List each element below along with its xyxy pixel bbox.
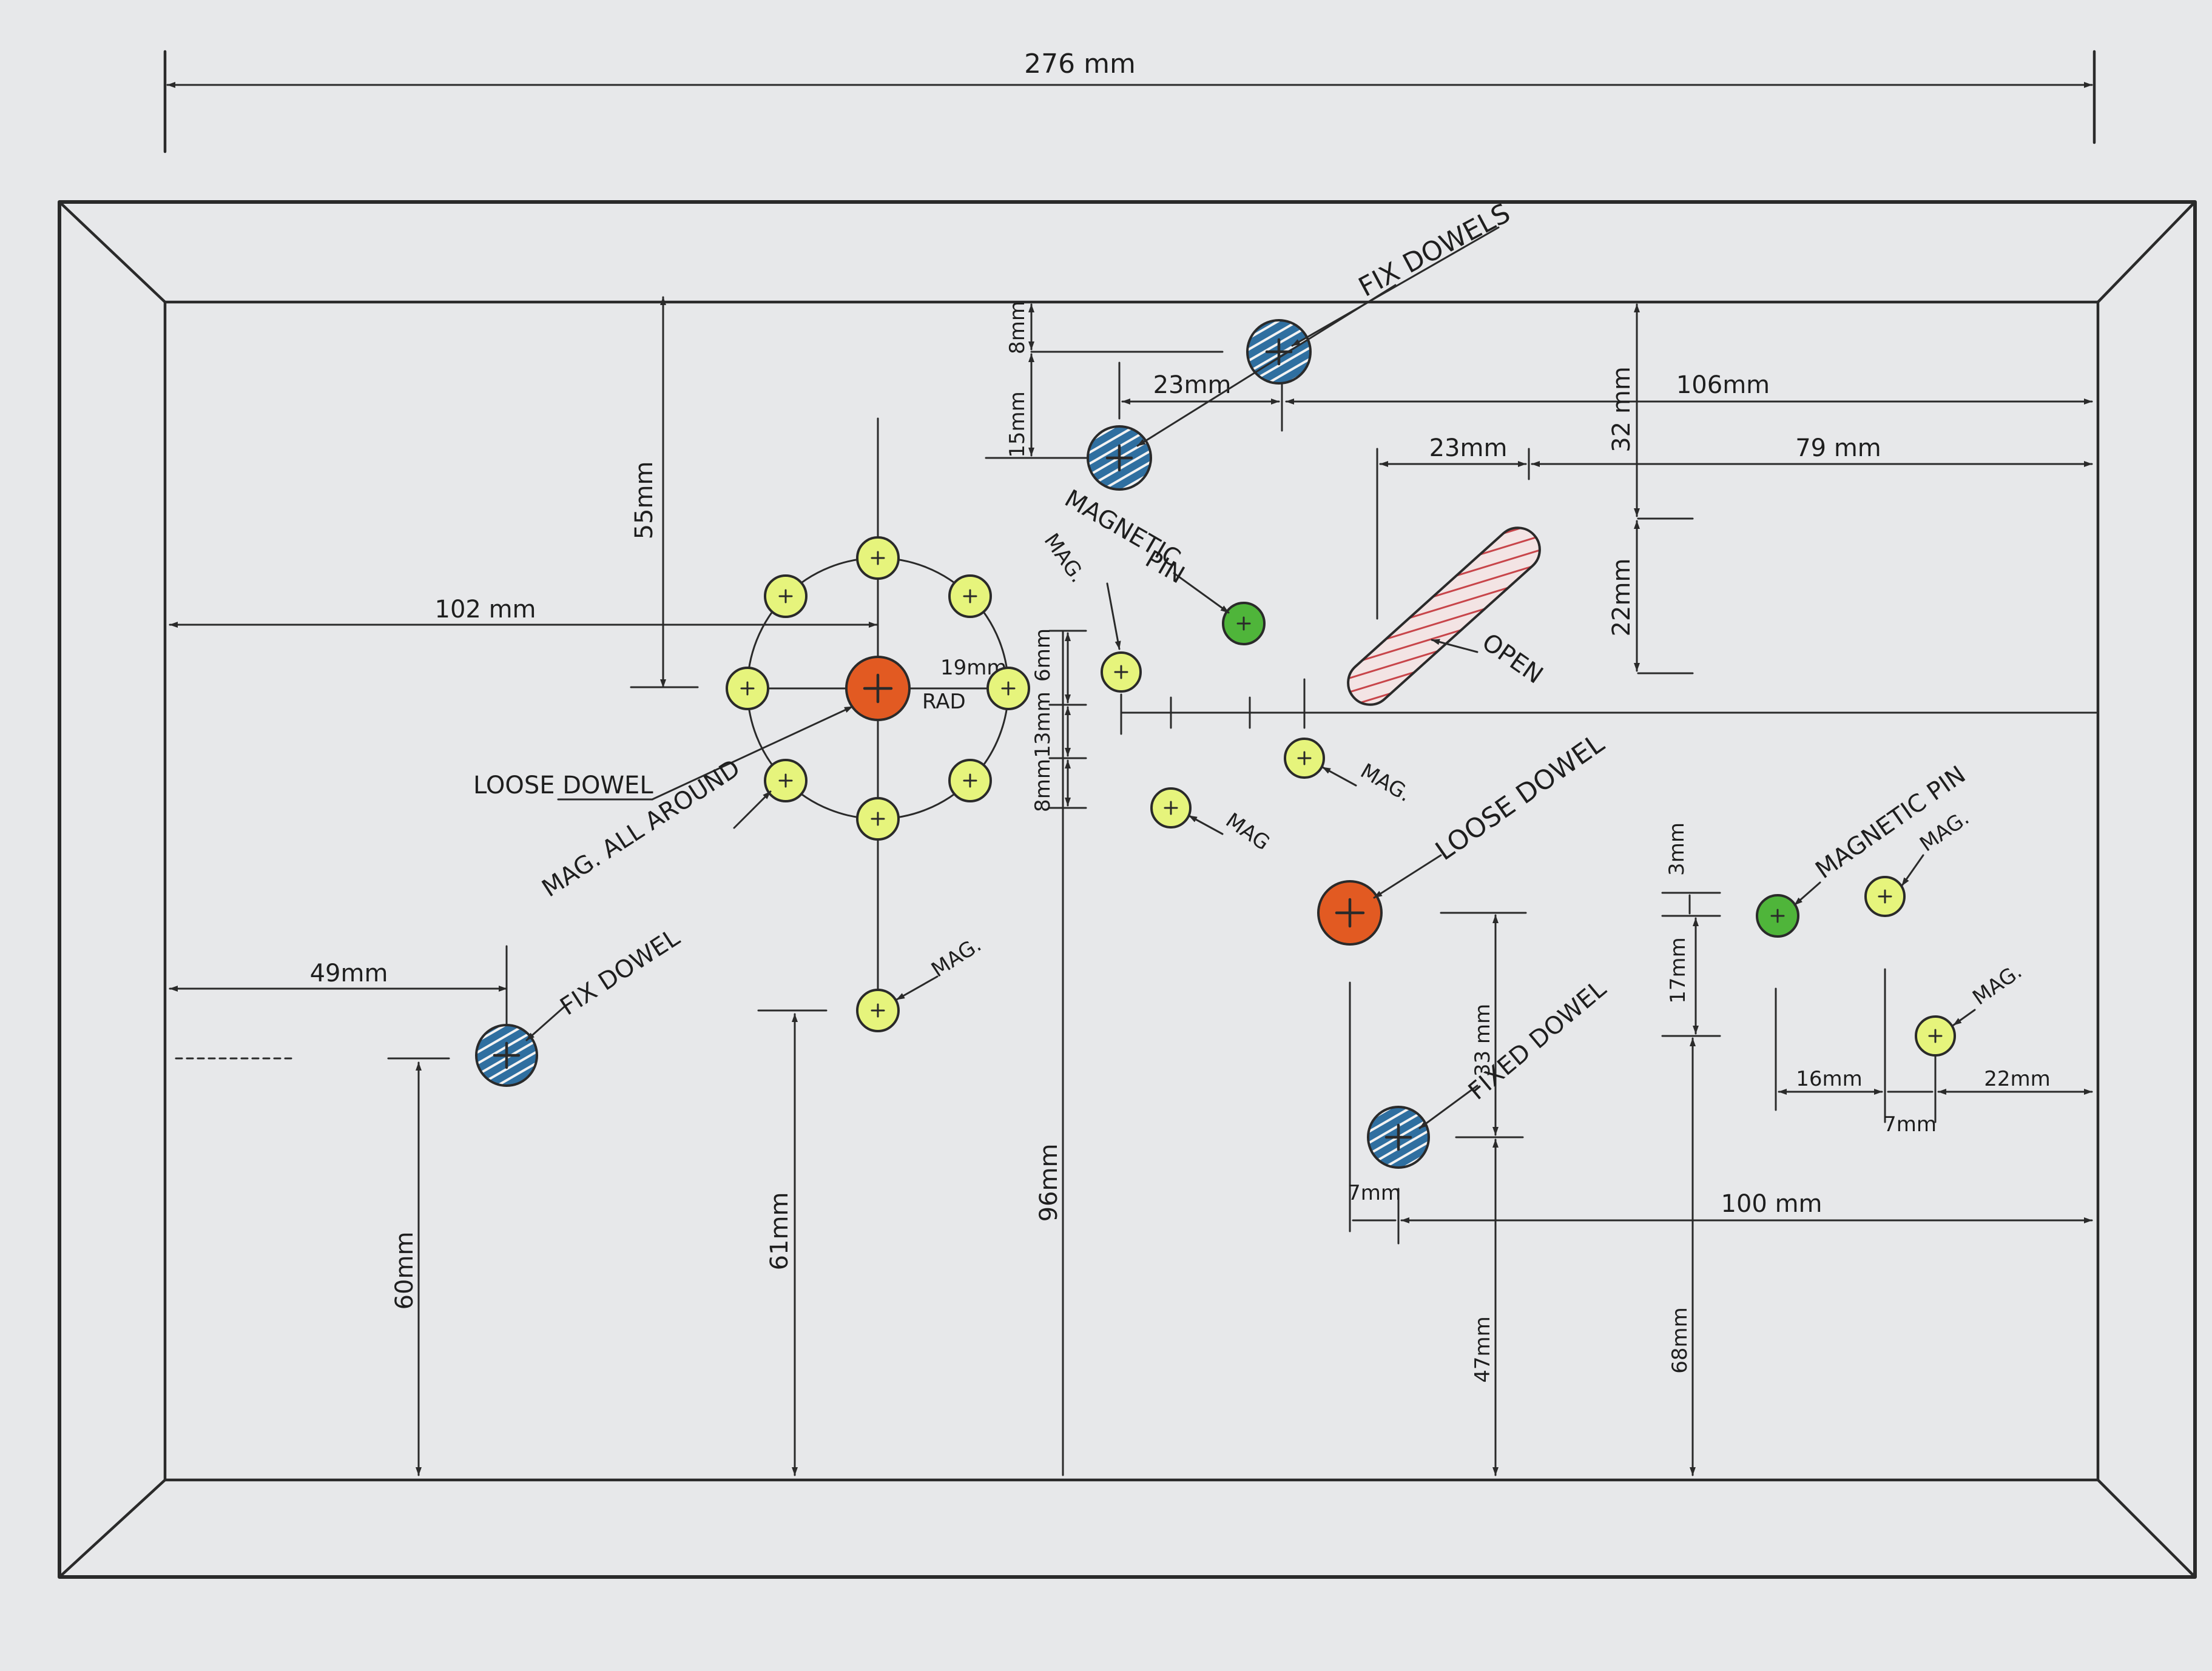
- dim-17-label: 17mm: [1666, 937, 1690, 1004]
- dimension-lines: 102 mm 55mm 49mm 60mm 61mm 96mm 8mm 15mm: [169, 296, 2097, 1476]
- leader-fix-dowel: [525, 1006, 565, 1041]
- dim-22a-label: 22mm: [1608, 559, 1636, 637]
- dim-32-label: 32 mm: [1608, 366, 1636, 452]
- callout-labels: FIX DOWELS MAGNETIC PIN MAG. OPEN LOOSE …: [473, 198, 2026, 1106]
- label-loose-dowel-left: LOOSE DOWEL: [473, 772, 653, 799]
- dim-79-label: 79 mm: [1795, 434, 1881, 462]
- label-fix-dowels: FIX DOWELS: [1354, 198, 1515, 303]
- open-slot: [1347, 526, 1541, 706]
- dim-rad-label: RAD: [922, 690, 966, 714]
- leader-mag-e: [1901, 854, 1924, 887]
- dim-23b-label: 23mm: [1429, 434, 1508, 462]
- dim-7a-label: 7mm: [1347, 1181, 1401, 1205]
- leader-magnetic-pin: [1173, 572, 1230, 614]
- tray-frame: [58, 200, 2197, 1579]
- magnet: [764, 574, 808, 618]
- magnet: [948, 574, 992, 618]
- magnetic-pin-right: [1756, 894, 1799, 938]
- dim-13-label: 13mm: [1031, 691, 1055, 758]
- leader-fix-dowels-a: [1291, 226, 1500, 347]
- magnet-bottom-left: [856, 989, 900, 1032]
- leader-fixed-dowel: [1418, 1084, 1479, 1129]
- magnet: [856, 536, 900, 580]
- loose-dowels: [845, 656, 1383, 946]
- fix-dowel-bottom-right: [1367, 1106, 1430, 1169]
- frame-corner-line: [58, 1478, 167, 1579]
- open-slot-shape: [1347, 526, 1541, 706]
- dim-96-label: 96mm: [1035, 1144, 1063, 1222]
- label-mag-a: MAG.: [1039, 529, 1090, 587]
- dim-15-label: 15mm: [1005, 391, 1030, 458]
- magnetic-pin-top: [1222, 602, 1266, 645]
- magnet-right-bottom: [1915, 1015, 1956, 1057]
- dim-47-label: 47mm: [1471, 1316, 1495, 1383]
- dim-49-label: 49mm: [310, 960, 388, 987]
- leader-loose-dowel-right: [1373, 854, 1442, 899]
- overall-width-dimension: 276 mm: [163, 49, 2096, 153]
- magnet: [856, 797, 900, 841]
- dim-33-label: 33 mm: [1471, 1004, 1495, 1077]
- label-open: OPEN: [1477, 628, 1548, 690]
- dim-7b-label: 7mm: [1883, 1112, 1937, 1137]
- magnet: [764, 759, 808, 802]
- dim-55-label: 55mm: [630, 462, 658, 540]
- magnet: [986, 667, 1030, 710]
- dim-100-label: 100 mm: [1721, 1190, 1823, 1218]
- leader-mag-b: [895, 975, 939, 1001]
- dim-22b-label: 22mm: [1984, 1067, 2051, 1091]
- dim-68-label: 68mm: [1668, 1307, 1692, 1374]
- magnet-mid-right: [1284, 738, 1325, 779]
- dim-8b-label: 8mm: [1031, 759, 1055, 812]
- label-fix-dowel: FIX DOWEL: [555, 923, 685, 1021]
- magnet-mid: [1101, 651, 1142, 693]
- dim-16-label: 16mm: [1796, 1067, 1863, 1091]
- magnetic-pins: [1222, 602, 1799, 938]
- leader-fix-dowels-b: [1136, 284, 1397, 447]
- overall-width-label: 276 mm: [1024, 49, 1136, 79]
- frame-corner-line: [2096, 1478, 2197, 1579]
- label-mag-b: MAG.: [927, 932, 986, 982]
- leader-mag-d: [1321, 766, 1357, 787]
- fix-dowel-left-top: [1087, 425, 1152, 491]
- dim-23a-label: 23mm: [1153, 371, 1232, 399]
- leader-mag-f: [1952, 1009, 1976, 1026]
- frame-corner-line: [2096, 200, 2197, 304]
- label-mag-c: MAG: [1221, 809, 1274, 856]
- dim-8a-label: 8mm: [1005, 301, 1030, 354]
- label-mag-f: MAG.: [1968, 959, 2026, 1010]
- magnet: [726, 667, 769, 710]
- fix-dowel-top: [1246, 319, 1312, 385]
- loose-dowel-center: [845, 656, 911, 721]
- magnet-right-top: [1864, 876, 1906, 917]
- fix-dowel-left: [475, 1024, 538, 1087]
- dim-3-label: 3mm: [1665, 822, 1689, 876]
- leader-magnetic-pin-right: [1793, 881, 1821, 906]
- magnet: [948, 759, 992, 802]
- callout-leaders: [525, 226, 1976, 1129]
- leader-mag-a: [1106, 582, 1121, 650]
- dim-61-label: 61mm: [766, 1192, 794, 1271]
- dim-60-label: 60mm: [391, 1232, 419, 1310]
- magnet-mid-low: [1150, 787, 1192, 829]
- leader-mag-c: [1188, 815, 1224, 835]
- fix-dowels: [475, 319, 1430, 1169]
- dim-106-label: 106mm: [1676, 371, 1770, 399]
- frame-corner-line: [58, 200, 167, 304]
- dim-102-label: 102 mm: [435, 596, 536, 624]
- magnets: [726, 536, 1956, 1057]
- dim-6-label: 6mm: [1031, 628, 1055, 682]
- label-mag-d: MAG.: [1357, 759, 1415, 807]
- leader-loose-dowel-left: [651, 705, 854, 801]
- label-loose-dowel-right: LOOSE DOWEL: [1430, 728, 1610, 867]
- loose-dowel-right: [1317, 880, 1383, 946]
- leader-mag-all-around: [733, 790, 772, 829]
- leader-open: [1431, 639, 1479, 653]
